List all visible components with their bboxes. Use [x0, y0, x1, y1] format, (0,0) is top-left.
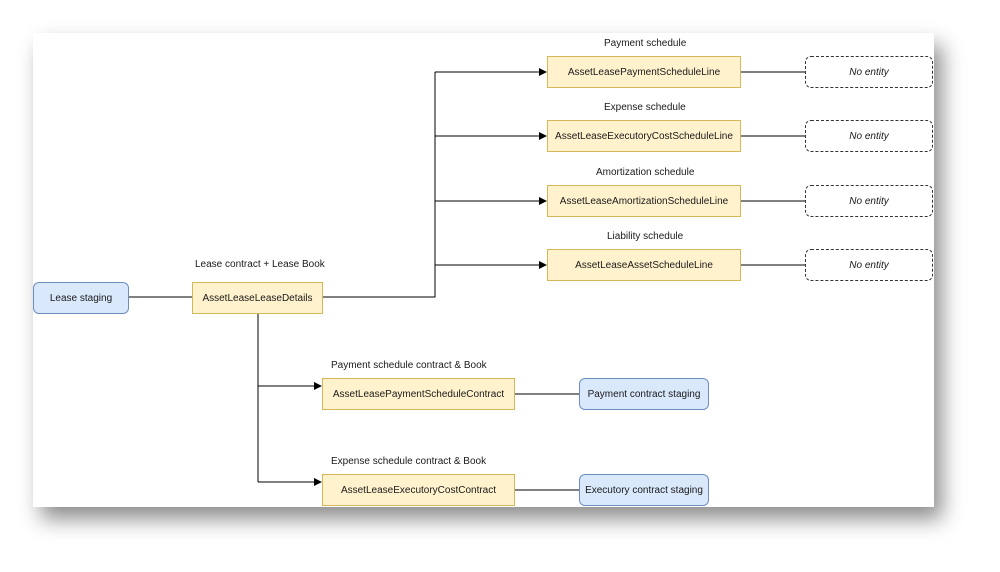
node-asset-lease-asset-schedule-line: AssetLeaseAssetScheduleLine — [547, 249, 741, 281]
node-lease-staging: Lease staging — [33, 282, 129, 314]
node-asset-lease-executory-cost-contract: AssetLeaseExecutoryCostContract — [322, 474, 515, 506]
node-no-entity-3: No entity — [805, 185, 933, 217]
label-payment-schedule-contract-book: Payment schedule contract & Book — [331, 360, 487, 371]
node-no-entity-1: No entity — [805, 56, 933, 88]
node-asset-lease-payment-schedule-contract: AssetLeasePaymentScheduleContract — [322, 378, 515, 410]
node-no-entity-4: No entity — [805, 249, 933, 281]
node-asset-lease-executory-cost-schedule-line: AssetLeaseExecutoryCostScheduleLine — [547, 120, 741, 152]
node-no-entity-2: No entity — [805, 120, 933, 152]
label-expense-schedule-contract-book: Expense schedule contract & Book — [331, 456, 487, 467]
label-amortization-schedule: Amortization schedule — [596, 167, 695, 178]
node-executory-contract-staging: Executory contract staging — [579, 474, 709, 506]
node-asset-lease-lease-details: AssetLeaseLeaseDetails — [192, 282, 323, 314]
label-expense-schedule: Expense schedule — [604, 102, 686, 113]
node-asset-lease-amortization-schedule-line: AssetLeaseAmortizationScheduleLine — [547, 185, 741, 217]
connector-details-to-trunk — [323, 72, 436, 298]
diagram-canvas: Lease contract + Lease Book Payment sche… — [33, 33, 934, 507]
label-lease-contract-book: Lease contract + Lease Book — [195, 259, 325, 270]
node-payment-contract-staging: Payment contract staging — [579, 378, 709, 410]
node-asset-lease-payment-schedule-line: AssetLeasePaymentScheduleLine — [547, 56, 741, 88]
connector-layer — [129, 68, 805, 491]
label-payment-schedule: Payment schedule — [604, 38, 687, 49]
label-liability-schedule: Liability schedule — [607, 231, 684, 242]
